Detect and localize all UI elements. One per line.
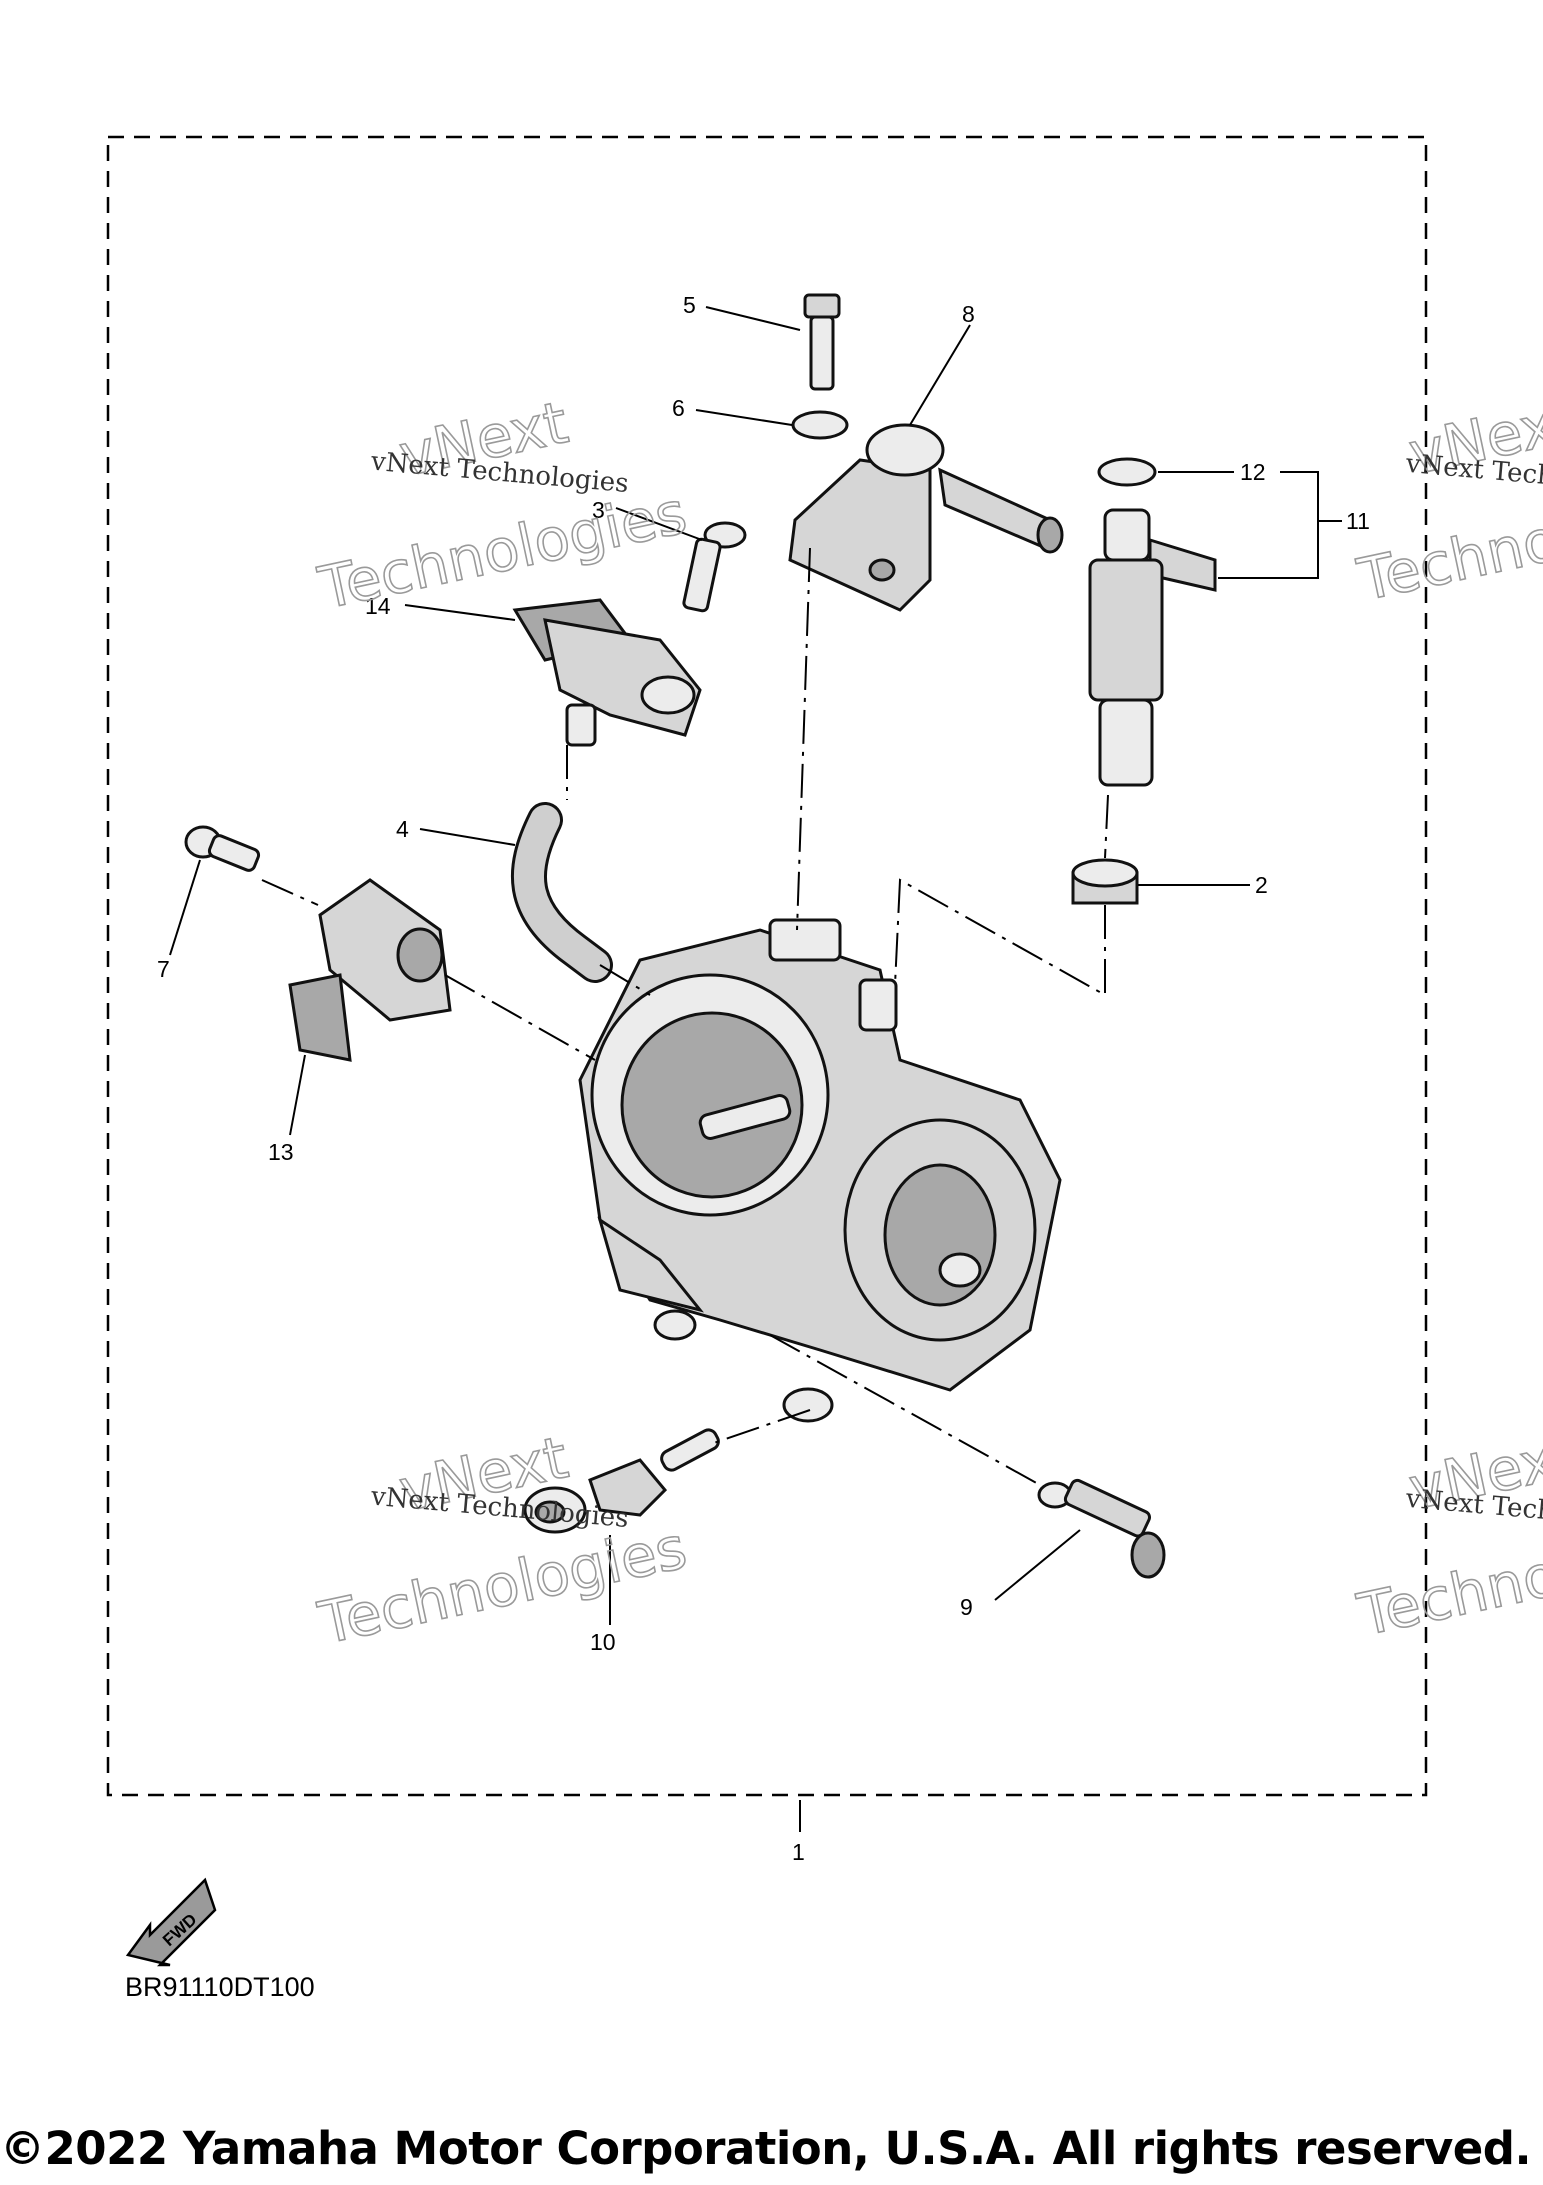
leader-11-bracket xyxy=(1218,471,1319,579)
fuel-injector-11 xyxy=(1088,508,1217,787)
injector-holder-8 xyxy=(788,423,1064,612)
centerline-7 xyxy=(261,879,319,906)
temperature-sensor-10 xyxy=(523,1428,720,1534)
leader-13 xyxy=(289,1054,306,1136)
watermark-bottom-right: vNext Technologies vNext Technologies xyxy=(1351,1420,1543,1650)
callout-1: 1 xyxy=(792,1839,805,1865)
callout-11: 11 xyxy=(1346,508,1370,534)
watermark-top-right: vNext Technologies vNext Technologies xyxy=(1351,385,1543,615)
seal-2 xyxy=(1071,858,1139,905)
callout-9: 9 xyxy=(960,1594,973,1620)
centerline-2 xyxy=(894,878,1106,997)
leader-8 xyxy=(909,324,971,426)
svg-text:Technologies: Technologies xyxy=(313,478,693,622)
leader-6 xyxy=(695,409,793,426)
screw-7 xyxy=(184,825,261,872)
leader-4 xyxy=(419,828,516,846)
centerline-10 xyxy=(707,1409,811,1446)
copyright-notice: ©2022 Yamaha Motor Corporation, U.S.A. A… xyxy=(0,2122,1532,2175)
callout-2: 2 xyxy=(1255,872,1268,898)
diagram-code: BR91110DT100 xyxy=(125,1972,315,2002)
callout-7: 7 xyxy=(157,956,170,982)
assembly-boundary xyxy=(106,135,1428,1797)
throttle-body-1 xyxy=(578,918,1062,1423)
centerline-13 xyxy=(444,974,596,1061)
callout-3: 3 xyxy=(592,497,605,523)
screw-3 xyxy=(682,521,747,613)
bolt-5 xyxy=(803,293,841,391)
callout-6: 6 xyxy=(672,395,685,421)
leader-7 xyxy=(169,859,201,956)
svg-text:Technologies: Technologies xyxy=(1352,1505,1543,1649)
leader-14 xyxy=(404,604,516,621)
centerline-4 xyxy=(599,964,651,996)
callout-10: 10 xyxy=(590,1629,616,1655)
leader-9 xyxy=(994,1529,1081,1601)
callout-4: 4 xyxy=(396,816,409,842)
leader-5 xyxy=(705,306,801,331)
throttle-position-sensor-13 xyxy=(288,878,452,1062)
svg-text:Technologies: Technologies xyxy=(1352,470,1543,614)
fwd-arrow-icon: FWD xyxy=(125,1877,217,1967)
callout-12: 12 xyxy=(1240,459,1266,485)
watermark-bottom-left: vNext Technologies vNext Technologies xyxy=(312,1422,693,1658)
pressure-sensor-14 xyxy=(512,598,702,747)
callout-5: 5 xyxy=(683,292,696,318)
centerline-11 xyxy=(1104,794,1109,859)
callout-13: 13 xyxy=(268,1139,294,1165)
callout-14: 14 xyxy=(365,593,391,619)
washer-6 xyxy=(791,410,849,440)
o-ring-12 xyxy=(1097,457,1157,487)
idle-screw-9 xyxy=(1037,1478,1166,1579)
watermark-top-left: vNext Technologies vNext Technologies xyxy=(312,387,693,623)
callout-8: 8 xyxy=(962,301,975,327)
leader-3 xyxy=(615,507,703,541)
centerline-8 xyxy=(796,547,811,931)
svg-text:Technologies: Technologies xyxy=(313,1513,693,1657)
